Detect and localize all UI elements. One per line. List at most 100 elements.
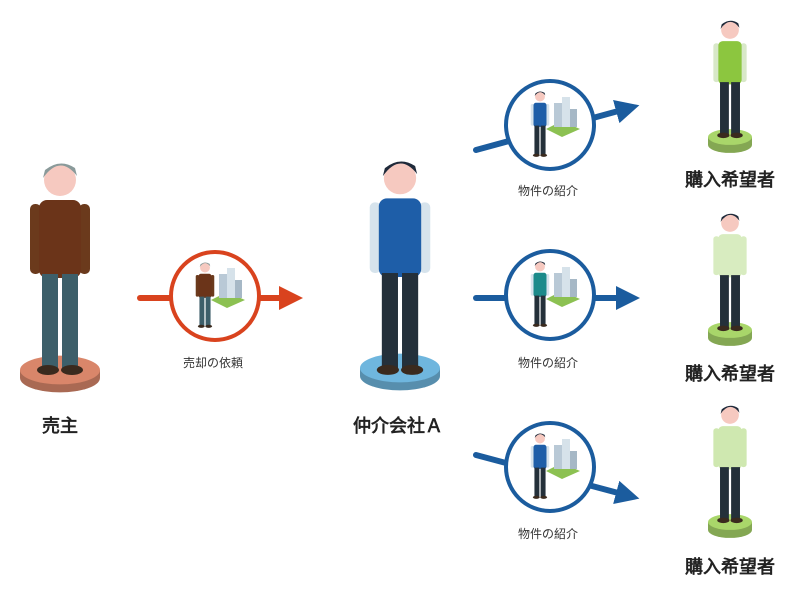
shoe	[730, 132, 743, 139]
arm	[530, 445, 535, 468]
shoe	[532, 153, 540, 157]
bubble-person	[195, 262, 215, 328]
torso	[378, 198, 422, 278]
arm	[530, 273, 535, 296]
arm	[713, 236, 720, 276]
introduction-bubble	[504, 421, 596, 513]
introduction-bubble	[504, 79, 596, 171]
leg	[62, 274, 78, 369]
building-icon	[546, 439, 580, 479]
leg	[720, 275, 729, 328]
arm	[713, 428, 720, 468]
hair	[534, 433, 546, 438]
hair	[720, 405, 740, 414]
buyer-figure	[713, 405, 747, 524]
shoe	[717, 132, 730, 139]
arm	[530, 103, 535, 126]
arm	[79, 204, 90, 274]
building-icon	[546, 97, 580, 137]
leg	[42, 274, 58, 369]
shoe	[717, 325, 730, 332]
shoe	[540, 495, 548, 499]
head	[535, 91, 545, 102]
buyer-base	[708, 129, 752, 153]
hair	[534, 91, 546, 96]
leg	[720, 467, 729, 520]
leg	[731, 82, 740, 135]
shoe	[540, 323, 548, 327]
shoe	[730, 517, 743, 524]
request-bubble	[169, 250, 261, 342]
agency-label: 仲介会社Ａ	[353, 416, 443, 437]
building-icon	[211, 268, 245, 308]
arm	[195, 274, 200, 297]
arm	[545, 445, 550, 468]
torso	[718, 426, 742, 470]
torso	[533, 102, 547, 127]
shoe	[540, 153, 548, 157]
shoe	[205, 324, 213, 328]
head	[721, 406, 739, 424]
head	[200, 262, 210, 273]
leg	[534, 467, 540, 497]
head	[535, 261, 545, 272]
leg	[540, 125, 546, 155]
shoe	[730, 325, 743, 332]
agency-base	[360, 353, 440, 391]
shoe	[401, 364, 424, 375]
torso	[533, 272, 547, 297]
head	[721, 21, 739, 39]
seller-label: 売主	[42, 416, 78, 437]
leg	[534, 125, 540, 155]
shoe	[532, 495, 540, 499]
leg	[205, 296, 211, 326]
request-label: 売却の依頼	[182, 356, 244, 370]
arm	[740, 428, 747, 468]
bubble-circle	[504, 421, 596, 513]
hair	[43, 163, 77, 178]
bubble-circle	[169, 250, 261, 342]
torso	[718, 234, 742, 278]
torso	[198, 273, 212, 298]
head	[44, 164, 76, 196]
head	[721, 214, 739, 232]
leg	[534, 295, 540, 325]
buyer-base	[708, 322, 752, 346]
introduction-bubble	[504, 249, 596, 341]
introduction-label: 物件の紹介	[517, 527, 579, 541]
hair	[199, 262, 211, 267]
bubble-person	[530, 91, 550, 157]
arm	[210, 274, 215, 297]
hair	[720, 20, 740, 29]
arm	[30, 204, 41, 274]
arm	[740, 236, 747, 276]
shoe	[37, 365, 59, 375]
leg	[381, 273, 398, 369]
introduction-label: 物件の紹介	[517, 356, 579, 370]
seller-figure	[30, 163, 90, 375]
arm	[545, 273, 550, 296]
bubble-person	[530, 261, 550, 327]
leg	[731, 467, 740, 520]
bubble-person	[530, 433, 550, 499]
bubble-circle	[504, 249, 596, 341]
arm	[369, 202, 381, 274]
leg	[540, 467, 546, 497]
shoe	[376, 364, 399, 375]
leg	[199, 296, 205, 326]
buyer-figure	[713, 20, 747, 139]
bubble-circle	[504, 79, 596, 171]
hair	[720, 213, 740, 222]
head	[535, 433, 545, 444]
head	[383, 162, 417, 195]
arm	[545, 103, 550, 126]
shoe	[717, 517, 730, 524]
shoe	[197, 324, 205, 328]
leg	[731, 275, 740, 328]
torso	[39, 200, 81, 278]
buyer-label: 購入希望者	[685, 364, 775, 385]
buyer-base	[708, 514, 752, 538]
buyer-label: 購入希望者	[685, 557, 775, 578]
shoe	[532, 323, 540, 327]
